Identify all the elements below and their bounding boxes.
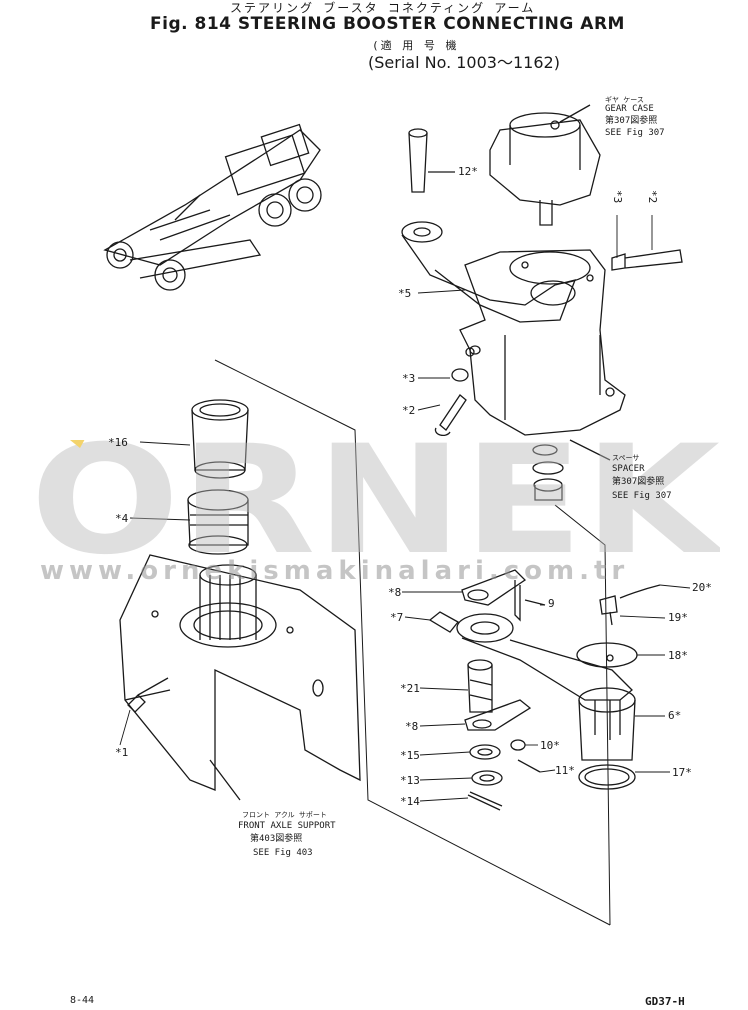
gear-case bbox=[489, 104, 601, 226]
part-label: 19* bbox=[668, 611, 688, 624]
bushing-4 bbox=[187, 489, 249, 555]
part-label: *8 bbox=[388, 586, 402, 599]
bolt-19 bbox=[599, 595, 618, 626]
page-number: 8-44 bbox=[70, 995, 95, 1006]
spacer-ref: SEE Fig 307 bbox=[612, 491, 672, 501]
arm-5 bbox=[401, 221, 577, 323]
nut-10 bbox=[510, 739, 526, 751]
part-label: *14 bbox=[400, 795, 420, 808]
lever-8 bbox=[464, 699, 532, 731]
watermark-text: ÖRNEK bbox=[30, 440, 720, 560]
serial-range: (Serial No. 1003～1162) bbox=[368, 53, 560, 72]
spacer-jp: スペーサ bbox=[612, 454, 640, 462]
gear-case-ref-jp: 第307図参照 bbox=[605, 116, 658, 126]
part-label: *13 bbox=[400, 774, 420, 787]
applicable-jp: (適 用 号 機 bbox=[372, 39, 459, 52]
gear-case-ref: SEE Fig 307 bbox=[605, 128, 665, 138]
watermark-accent bbox=[70, 440, 85, 448]
part-label: *1 bbox=[115, 746, 129, 759]
part-label: *2 bbox=[402, 404, 416, 417]
gear-case-label: GEAR CASE bbox=[605, 104, 654, 114]
booster-housing bbox=[459, 249, 626, 436]
watermark-logo: ÖRNEK bbox=[30, 440, 720, 560]
front-axle-ref-jp: 第403図参照 bbox=[250, 834, 303, 844]
part-label: *7 bbox=[390, 611, 404, 624]
grease-nipple-1 bbox=[127, 677, 169, 713]
pin-7 bbox=[428, 611, 459, 633]
spacer-ref-jp: 第307図参照 bbox=[612, 477, 665, 487]
front-axle-label: FRONT AXLE SUPPORT bbox=[238, 821, 336, 831]
part-label: 17* bbox=[672, 766, 692, 779]
part-label: 6* bbox=[668, 709, 682, 722]
part-label: *2 bbox=[646, 190, 659, 204]
nut-3 bbox=[451, 368, 469, 382]
front-axle-ref: SEE Fig 403 bbox=[253, 848, 313, 858]
arm-6 bbox=[456, 613, 636, 761]
leader-lines bbox=[119, 215, 691, 802]
part-label: 20* bbox=[692, 581, 712, 594]
part-label: *21 bbox=[400, 682, 420, 695]
title-japanese: ステアリング ブースタ コネクティング アーム bbox=[230, 1, 536, 15]
washer-13 bbox=[471, 770, 503, 786]
washer-15 bbox=[469, 744, 501, 760]
part-label: 11* bbox=[555, 764, 575, 777]
grader-illustration bbox=[103, 123, 322, 291]
bushing-16 bbox=[191, 399, 249, 479]
ring-17 bbox=[578, 764, 636, 790]
part-label: *3 bbox=[611, 190, 624, 204]
front-axle-jp: フロント アクル サポート bbox=[242, 811, 327, 819]
part-label: 12* bbox=[458, 165, 478, 178]
washer-small bbox=[469, 345, 481, 355]
part-label: *15 bbox=[400, 749, 420, 762]
pin-11 bbox=[517, 759, 541, 773]
part-label: 9 bbox=[548, 597, 555, 610]
wire-20 bbox=[619, 584, 661, 599]
part-label: *4 bbox=[115, 512, 129, 525]
part-label: *8 bbox=[405, 720, 419, 733]
bolt-2 bbox=[611, 249, 683, 271]
model-code: GD37-H bbox=[645, 995, 685, 1008]
part-label: *16 bbox=[108, 436, 128, 449]
part-label: 10* bbox=[540, 739, 560, 752]
front-axle-support bbox=[119, 554, 361, 801]
gear-case-jp: ギヤ ケース bbox=[605, 96, 644, 104]
part-21 bbox=[467, 659, 493, 713]
part-label: *3 bbox=[402, 372, 416, 385]
spacer-label: SPACER bbox=[612, 464, 645, 474]
watermark-url: www.ornekismakinalari.com.tr bbox=[40, 556, 630, 586]
spacer-stack bbox=[532, 439, 611, 501]
bolt-2b bbox=[434, 394, 467, 437]
part-label: 18* bbox=[668, 649, 688, 662]
part-label: *5 bbox=[398, 287, 412, 300]
lever-9 bbox=[461, 569, 546, 622]
cotter-14 bbox=[467, 791, 503, 811]
pin-12 bbox=[408, 128, 455, 193]
page-title: Fig. 814 STEERING BOOSTER CONNECTING ARM bbox=[150, 14, 625, 34]
